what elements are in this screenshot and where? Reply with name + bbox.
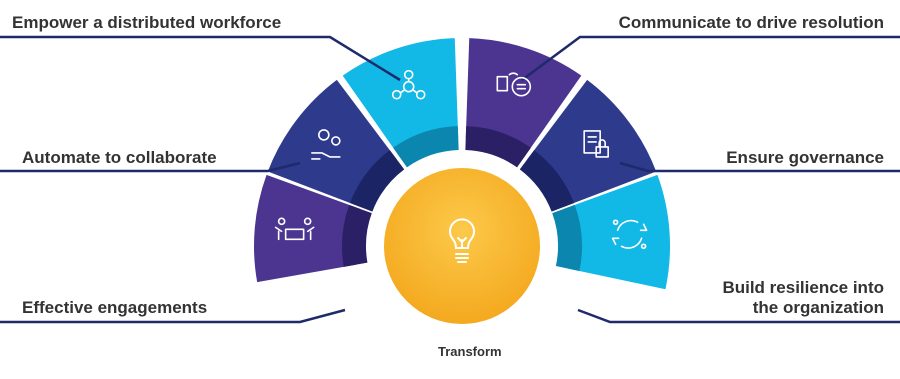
leader-ensure-governance xyxy=(619,161,900,173)
headset-chat-icon xyxy=(496,72,532,97)
people-network-icon xyxy=(391,69,426,100)
label-ensure-governance: Ensure governance xyxy=(726,148,884,167)
segment-communicate-resolution xyxy=(465,38,582,158)
label-build-resilience: Build resilience into the organization xyxy=(722,278,884,317)
segment-effective-engagements xyxy=(254,174,361,283)
segment-track-effective-engagements xyxy=(342,204,372,267)
segment-track-automate-to-collaborate xyxy=(349,150,405,212)
label-empower-workforce: Empower a distributed workforce xyxy=(12,13,282,32)
segment-track-communicate-resolution xyxy=(465,126,531,168)
segment-ensure-governance xyxy=(526,79,657,208)
segment-build-resilience xyxy=(563,174,671,290)
label-effective-engagements: Effective engagements xyxy=(22,298,208,317)
document-lock-icon xyxy=(583,130,609,158)
segment-track-ensure-governance xyxy=(519,150,575,212)
leader-build-resilience xyxy=(577,308,900,324)
leader-effective-engagements xyxy=(0,308,346,324)
label-communicate-resolution: Communicate to drive resolution xyxy=(618,13,884,32)
cycle-arrows-icon xyxy=(611,219,648,250)
gears-hand-icon xyxy=(311,129,341,160)
leader-communicate-resolution xyxy=(521,35,900,82)
center-label-transform: Transform xyxy=(438,344,502,359)
meeting-icon xyxy=(274,217,315,241)
lightbulb-icon xyxy=(449,218,475,263)
label-automate-to-collaborate: Automate to collaborate xyxy=(22,148,217,167)
segment-track-build-resilience xyxy=(552,204,582,271)
segment-track-empower-workforce xyxy=(393,126,459,168)
leader-automate-to-collaborate xyxy=(0,161,301,173)
segment-empower-workforce xyxy=(342,38,459,158)
leader-empower-workforce xyxy=(0,35,401,82)
